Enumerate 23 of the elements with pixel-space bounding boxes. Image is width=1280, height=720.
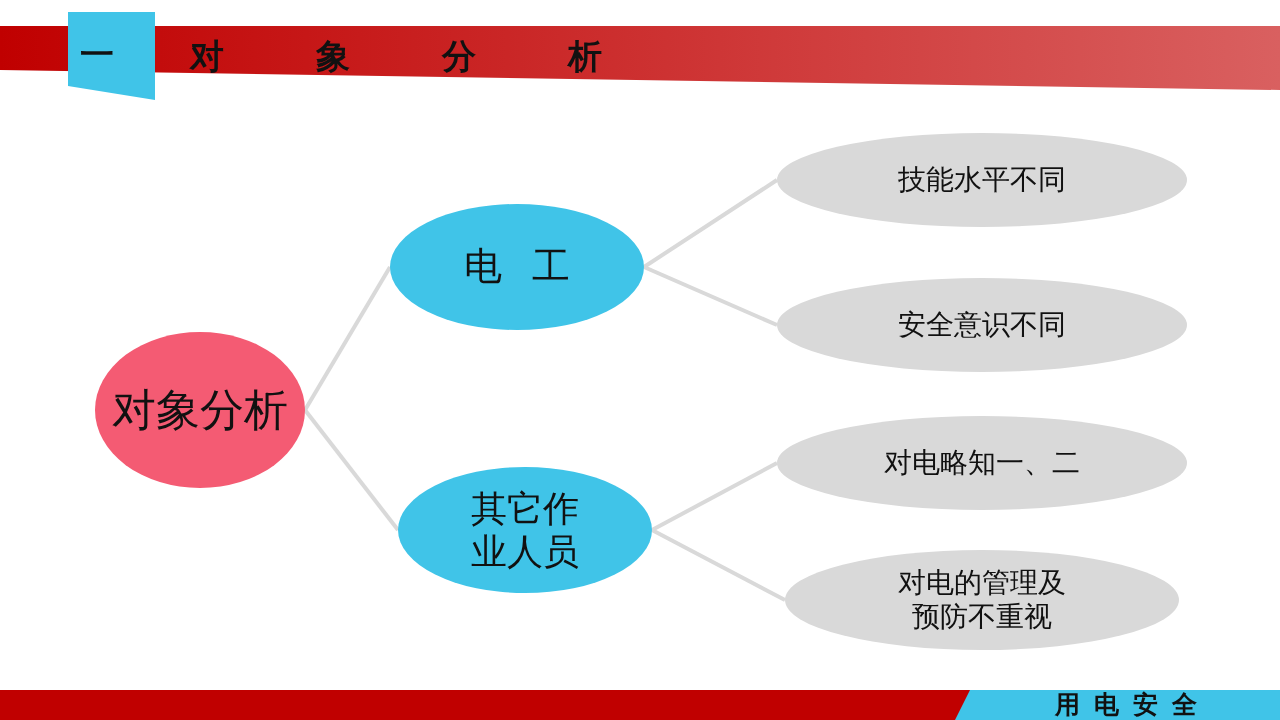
leaf-ellipse bbox=[777, 278, 1187, 372]
section-number: 一 bbox=[80, 33, 114, 76]
connector-line bbox=[651, 528, 786, 602]
connector-line bbox=[303, 408, 400, 532]
connector-line bbox=[303, 265, 392, 412]
branch-ellipse bbox=[398, 467, 652, 593]
title-text: 对象分析 bbox=[190, 35, 694, 78]
connector-line bbox=[642, 178, 779, 269]
node-label: 对象分析 bbox=[111, 383, 289, 437]
node-label: 安全意识不同 bbox=[897, 308, 1067, 342]
footer-text: 用电安全 bbox=[1055, 690, 1211, 720]
root-ellipse bbox=[95, 332, 305, 488]
leaf-ellipse bbox=[785, 550, 1179, 650]
node-label: 其它作业人员 bbox=[470, 486, 580, 574]
node-label: 对电略知一、二 bbox=[883, 446, 1081, 480]
connector-line bbox=[643, 265, 778, 327]
connector-line bbox=[651, 461, 778, 532]
node-label: 技能水平不同 bbox=[897, 163, 1067, 197]
leaf-ellipse bbox=[777, 133, 1187, 227]
node-label: 电工 bbox=[463, 244, 601, 290]
node-label: 对电的管理及预防不重视 bbox=[897, 566, 1067, 634]
branch-ellipse bbox=[390, 204, 644, 330]
leaf-ellipse bbox=[777, 416, 1187, 510]
